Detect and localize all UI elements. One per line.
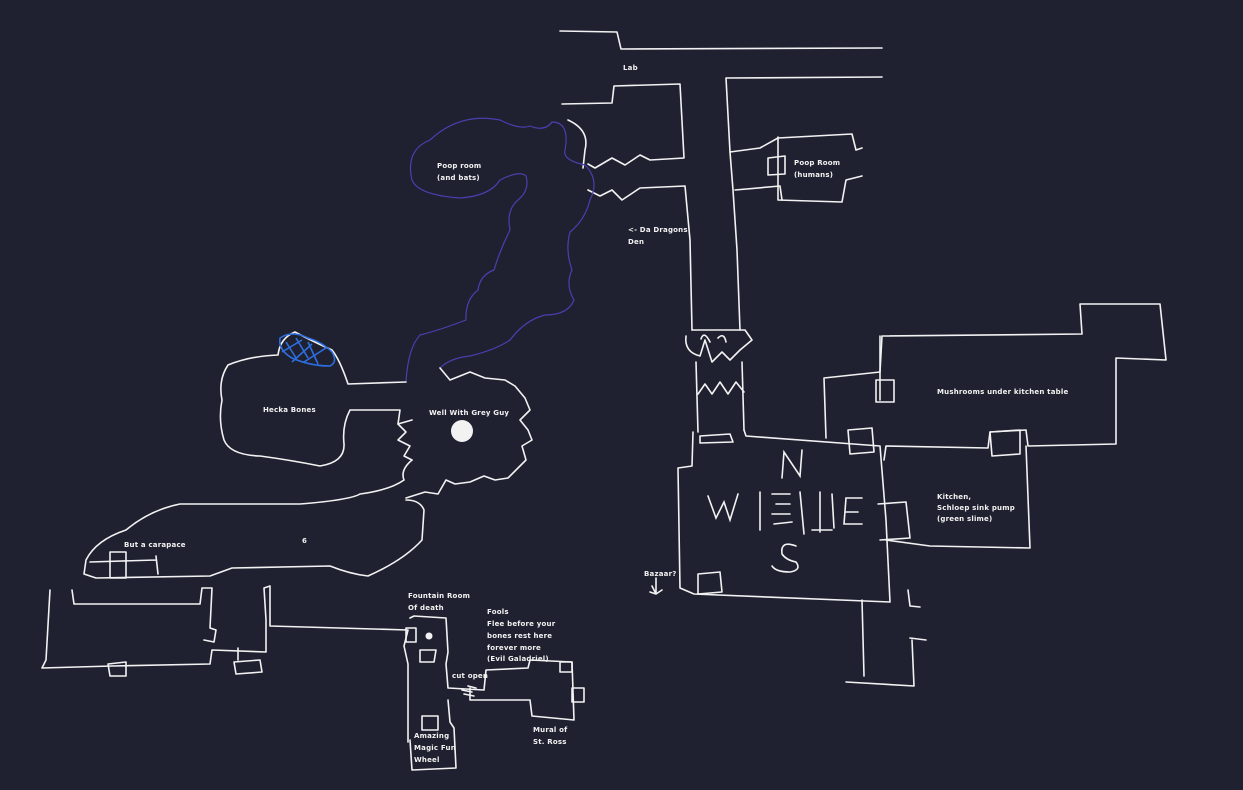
- hecka-bones-room: [219, 331, 413, 467]
- compass-rose: [707, 449, 863, 573]
- central-room: [677, 429, 927, 687]
- fountain-room: [405, 577, 663, 771]
- map-labels: Lab Poop room (and bats) Poop Room (huma…: [124, 64, 1068, 764]
- west-corridor: [41, 585, 409, 743]
- label-fools-3: bones rest here: [487, 632, 552, 640]
- lab-area: [559, 30, 883, 169]
- label-kitchen-2: Schloep sink pump: [937, 504, 1015, 512]
- label-cut-open: cut open: [452, 672, 488, 680]
- label-wheel-3: Wheel: [414, 756, 440, 764]
- poop-room-humans: [767, 136, 863, 203]
- well-icon: [451, 420, 473, 442]
- main-corridor: [587, 151, 783, 433]
- label-dragons-den-2: Den: [628, 238, 644, 246]
- label-mushrooms: Mushrooms under kitchen table: [937, 388, 1068, 396]
- mushroom-room: [823, 303, 1167, 461]
- carapace-cave: [83, 459, 425, 579]
- label-mural-2: St. Ross: [533, 738, 567, 746]
- label-six: 6: [302, 537, 307, 545]
- label-fountain-2: Of death: [408, 604, 444, 612]
- label-wheel: Amazing: [414, 732, 449, 740]
- label-poop-room-humans: Poop Room: [794, 159, 840, 167]
- label-dragons-den: <- Da Dragons: [628, 226, 688, 234]
- label-fountain: Fountain Room: [408, 592, 470, 600]
- label-bazaar: Bazaar?: [644, 570, 677, 578]
- label-poop-room-humans-2: (humans): [794, 171, 833, 179]
- label-wheel-2: Magic Fun: [414, 744, 456, 752]
- label-fools-4: forever more: [487, 644, 541, 652]
- label-fools-1: Fools: [487, 608, 509, 616]
- label-poop-room-bats: Poop room: [437, 162, 481, 170]
- fountain-icon: [425, 632, 433, 640]
- label-hecka-bones: Hecka Bones: [263, 406, 316, 414]
- label-poop-room-bats-2: (and bats): [437, 174, 480, 182]
- label-carapace: But a carapace: [124, 541, 186, 549]
- cave-passage: [405, 117, 595, 383]
- label-kitchen-3: (green slime): [937, 515, 992, 523]
- label-fools-5: (Evil Galadriel): [487, 655, 549, 663]
- label-fools-2: Flee before your: [487, 620, 556, 628]
- label-kitchen: Kitchen,: [937, 493, 971, 501]
- label-mural: Mural of: [533, 726, 568, 734]
- label-well: Well With Grey Guy: [429, 409, 509, 417]
- well-room: [397, 367, 533, 499]
- kitchen-room: [885, 445, 1031, 549]
- label-lab: Lab: [623, 64, 638, 72]
